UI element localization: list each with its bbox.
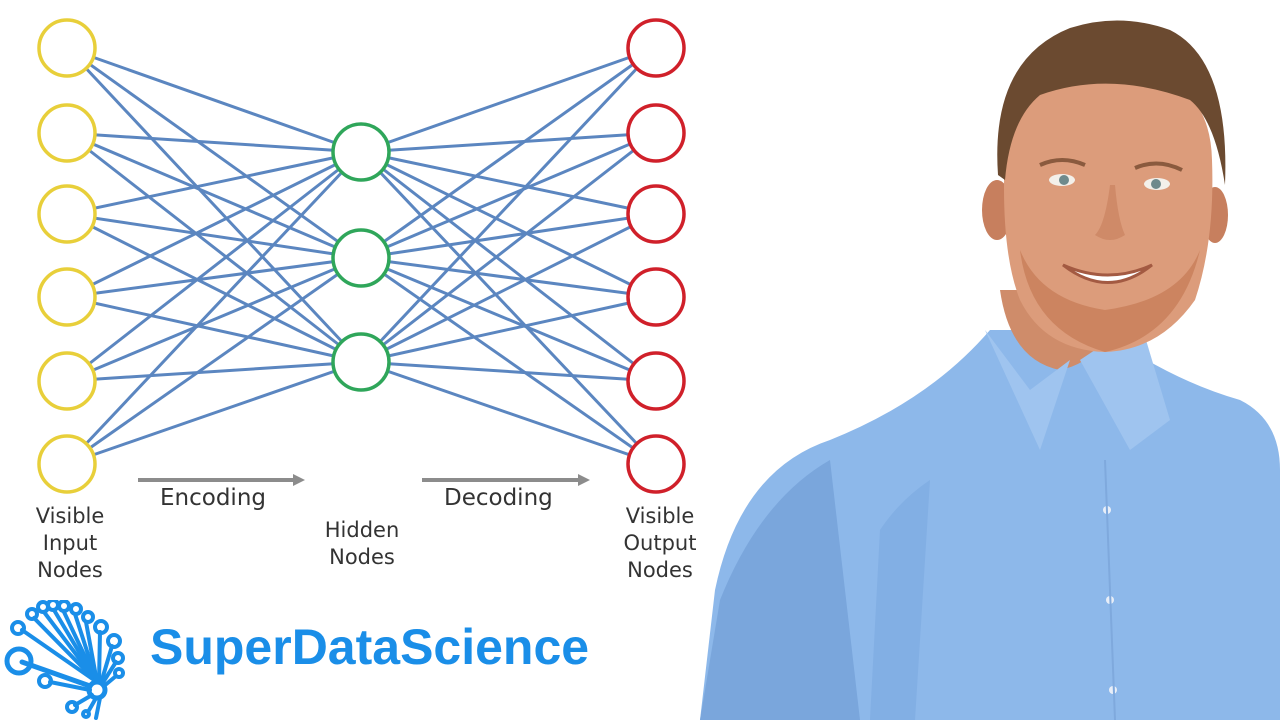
edge	[360, 212, 657, 364]
edge	[66, 131, 362, 154]
input-node-2	[37, 103, 97, 163]
edge	[360, 360, 657, 466]
input-node-4	[37, 267, 97, 327]
edge	[359, 46, 658, 364]
edge	[359, 150, 658, 466]
presenter-photo	[700, 20, 1280, 720]
hidden-node-1	[331, 122, 391, 182]
mouth	[1062, 263, 1153, 284]
hidden-label-line2: Nodes	[329, 545, 395, 569]
hidden-label-line1: Hidden	[324, 518, 400, 542]
edge	[360, 131, 657, 260]
edge	[360, 131, 657, 364]
edge	[360, 360, 657, 383]
input-node-5	[37, 351, 97, 411]
edge	[360, 256, 657, 299]
input-node-1	[37, 18, 97, 78]
autoencoder-diagram	[37, 18, 686, 494]
edge	[360, 150, 657, 216]
output-node-1	[626, 18, 686, 78]
edge	[66, 46, 362, 260]
edge	[66, 295, 362, 364]
edge	[66, 256, 362, 299]
encoding-label: Encoding	[160, 485, 266, 511]
hidden-layer-label: Hidden Nodes	[314, 517, 410, 571]
collar	[985, 330, 1070, 450]
brain-circuit-icon	[4, 600, 125, 720]
network-edges	[65, 46, 658, 466]
output-node-4	[626, 267, 686, 327]
network-nodes	[37, 18, 686, 494]
edge	[360, 46, 657, 154]
edge	[66, 46, 362, 154]
output-node-5	[626, 351, 686, 411]
input-node-6	[37, 434, 97, 494]
edge	[66, 212, 362, 364]
input-label-line2: Input	[42, 531, 98, 555]
input-node-3	[37, 184, 97, 244]
input-label-line3: Nodes	[37, 558, 103, 582]
edge	[66, 212, 362, 260]
edge	[66, 360, 362, 466]
edge	[66, 150, 362, 383]
output-label-line3: Nodes	[627, 558, 693, 582]
edge	[66, 256, 362, 466]
edge	[360, 46, 657, 260]
edge	[65, 150, 363, 466]
output-label-line2: Output	[623, 531, 697, 555]
edge	[360, 212, 657, 260]
edge	[360, 131, 657, 154]
output-label-line1: Visible	[625, 504, 695, 528]
edge	[360, 150, 657, 383]
arrow-right-icon	[293, 474, 305, 486]
output-node-2	[626, 103, 686, 163]
input-layer-label: Visible Input Nodes	[22, 503, 118, 584]
output-layer-label: Visible Output Nodes	[608, 503, 712, 584]
decoding-label: Decoding	[444, 485, 553, 511]
hidden-node-3	[331, 332, 391, 392]
nose	[1095, 185, 1125, 240]
edge	[66, 131, 362, 260]
output-node-3	[626, 184, 686, 244]
edge	[65, 46, 363, 364]
edge	[360, 295, 657, 364]
output-node-6	[626, 434, 686, 494]
hair	[997, 20, 1226, 186]
hidden-node-2	[331, 228, 391, 288]
edge	[66, 256, 362, 383]
edge	[66, 360, 362, 383]
arrow-right-icon	[578, 474, 590, 486]
edge	[360, 256, 657, 466]
edge	[360, 256, 657, 383]
brand-name: SuperDataScience	[150, 619, 590, 675]
brand-logo	[4, 600, 125, 720]
edge	[66, 150, 362, 299]
edge	[66, 131, 362, 364]
input-label-line1: Visible	[35, 504, 105, 528]
direction-arrows	[138, 474, 590, 486]
edge	[360, 150, 657, 299]
edge	[66, 150, 362, 216]
